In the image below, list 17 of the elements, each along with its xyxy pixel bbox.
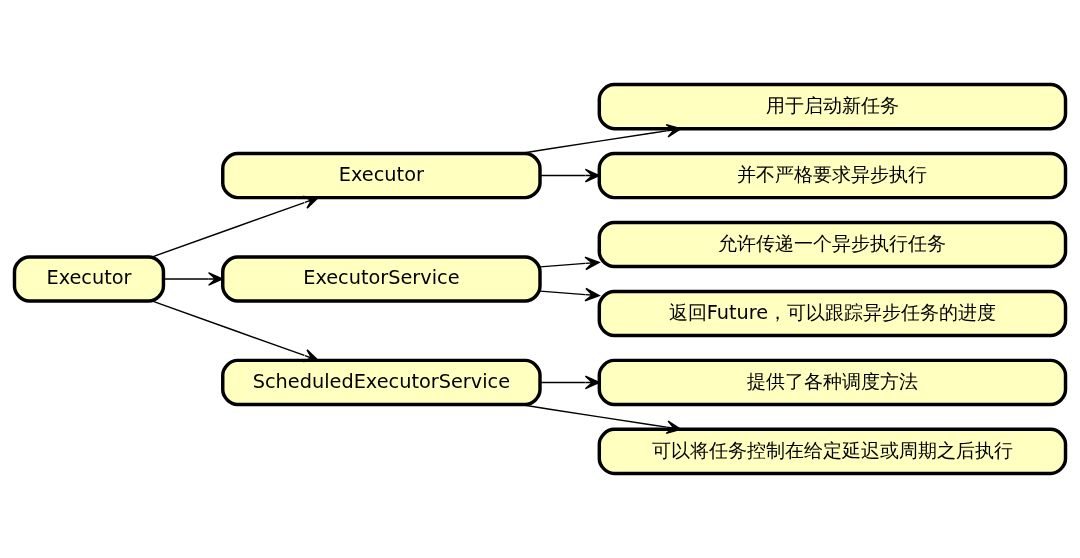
node-box: 用于启动新任务	[597, 82, 1068, 131]
arrow	[539, 256, 600, 271]
node-box: ExecutorService	[221, 255, 542, 303]
arrow	[151, 195, 319, 258]
arrow	[539, 287, 600, 302]
node-box: 允许传递一个异步执行任务	[597, 220, 1068, 269]
node-box: ScheduledExecutorService	[221, 358, 542, 407]
node-box: 返回Future，可以跟踪异步任务的进度	[597, 289, 1068, 338]
node-box: 提供了各种调度方法	[597, 358, 1068, 407]
arrow	[163, 272, 224, 286]
arrow	[539, 168, 600, 183]
node-box: 并不严格要求异步执行	[597, 151, 1068, 200]
node-box: Executor	[221, 151, 542, 200]
node-box: Executor	[12, 255, 166, 303]
arrow	[539, 375, 600, 390]
arrow	[151, 300, 319, 363]
node-box: 可以将任务控制在给定延迟或周期之后执行	[597, 427, 1068, 476]
